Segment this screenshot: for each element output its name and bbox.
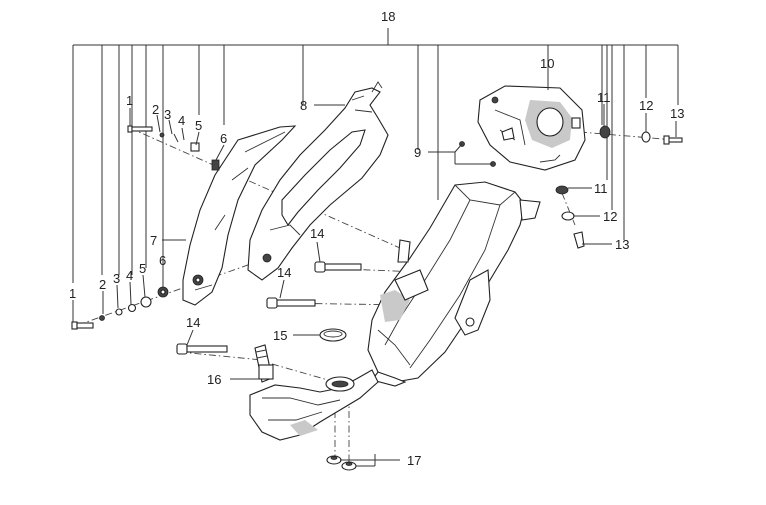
callout-5-upper: 5 xyxy=(195,118,202,133)
exhaust-stud xyxy=(254,344,274,383)
callout-6-lower: 6 xyxy=(159,253,166,268)
callout-8: 8 xyxy=(300,98,307,113)
callout-12-lower: 12 xyxy=(603,209,617,224)
callout-7: 7 xyxy=(150,233,157,248)
callout-labels: 18 1 2 3 4 5 6 7 8 9 10 11 12 13 11 12 1… xyxy=(69,9,684,468)
callout-2-lower: 2 xyxy=(99,277,106,292)
leader-lines xyxy=(72,72,677,467)
centre-lines xyxy=(77,124,676,466)
callout-13-upper: 13 xyxy=(670,106,684,121)
flange-nuts xyxy=(326,455,357,471)
callout-10: 10 xyxy=(540,56,554,71)
upper-fasteners xyxy=(127,125,220,171)
callout-11-upper: 11 xyxy=(597,90,611,105)
muffler-end-cover xyxy=(477,85,586,171)
callout-13-lower: 13 xyxy=(615,237,629,252)
callout-15: 15 xyxy=(273,328,287,343)
callout-11-lower: 11 xyxy=(594,181,608,196)
right-fasteners xyxy=(459,125,683,249)
callout-14-middle: 14 xyxy=(277,265,291,280)
heat-shield-outer xyxy=(182,125,297,306)
callout-2-upper: 2 xyxy=(152,102,159,117)
callout-12-upper: 12 xyxy=(639,98,653,113)
callout-9: 9 xyxy=(414,145,421,160)
lower-fasteners xyxy=(71,286,169,330)
callout-17: 17 xyxy=(407,453,421,468)
callout-4-lower: 4 xyxy=(126,268,133,283)
gasket xyxy=(319,328,347,342)
callout-14-bottom: 14 xyxy=(186,315,200,330)
callout-16: 16 xyxy=(207,372,221,387)
callout-6-upper: 6 xyxy=(220,131,227,146)
callout-1-lower: 1 xyxy=(69,286,76,301)
exhaust-header-pipe xyxy=(249,369,379,441)
heat-shield-inner xyxy=(247,81,389,281)
callout-3-upper: 3 xyxy=(164,107,171,122)
silencer-body xyxy=(367,181,541,387)
callout-5-lower: 5 xyxy=(139,261,146,276)
callout-1-upper: 1 xyxy=(126,93,133,108)
callout-18: 18 xyxy=(381,9,395,24)
callout-14-top: 14 xyxy=(310,226,324,241)
callout-3-lower: 3 xyxy=(113,271,120,286)
callout-4-upper: 4 xyxy=(178,113,185,128)
